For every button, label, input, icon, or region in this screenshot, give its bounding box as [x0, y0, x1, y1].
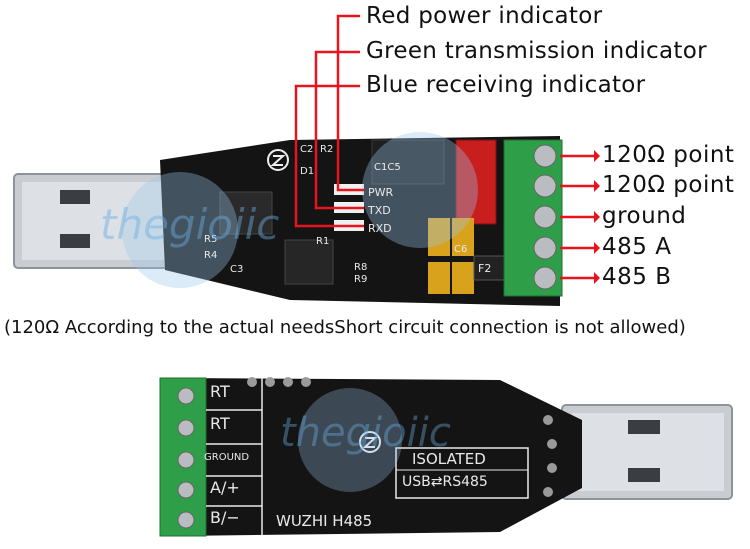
top-terminal-block: [503, 139, 563, 297]
silk-rxd: RXD: [368, 222, 392, 235]
bottom-pcb: [176, 378, 582, 536]
silk-c1c5: C1C5: [374, 162, 401, 173]
isolated-title: ISOLATED: [412, 450, 486, 468]
callout-lines: [294, 14, 594, 280]
silk-r5: R5: [204, 234, 218, 245]
note-caption: (120Ω According to the actual needsShort…: [4, 317, 686, 338]
silk-r4: R4: [204, 250, 218, 261]
isolated-box: [395, 447, 529, 499]
callout-blue-receiving: Blue receiving indicator: [366, 72, 646, 98]
pin-label-ground: GROUND: [204, 452, 250, 463]
silk-r2: R2: [320, 144, 334, 155]
bottom-board-illustration: [159, 377, 733, 537]
top-board-illustration: [13, 14, 600, 306]
callout-green-transmission: Green transmission indicator: [366, 38, 707, 64]
isolated-subtitle: USB⇄RS485: [402, 474, 488, 490]
silk-d1: D1: [300, 166, 315, 177]
silk-txd: TXD: [368, 204, 391, 217]
watermark-bottom: thegioiic: [280, 410, 451, 456]
silk-f2: F2: [478, 262, 492, 275]
bottom-terminal-block: [159, 377, 207, 537]
terminal-label-4: 485 A: [602, 234, 672, 260]
terminal-label-5: 485 B: [602, 264, 672, 290]
silk-r1: R1: [316, 236, 330, 247]
pin-label-rt-1: RT: [210, 382, 230, 401]
silk-r8: R8: [354, 262, 368, 273]
brand-logo-icon: [267, 149, 289, 171]
brand-logo-bottom-icon: [359, 431, 381, 453]
callout-red-power: Red power indicator: [366, 3, 603, 29]
terminal-label-2: 120Ω point: [602, 172, 735, 198]
pin-label-rt-2: RT: [210, 414, 230, 433]
usb-plug-bottom: [561, 404, 733, 500]
silk-pwr: PWR: [368, 186, 394, 199]
silk-c2: C2: [300, 144, 314, 155]
terminal-label-3: ground: [602, 203, 687, 229]
silk-r9: R9: [354, 274, 368, 285]
pin-label-b: B/−: [210, 508, 240, 527]
silk-c6: C6: [454, 244, 468, 255]
watermark-top: thegioiic: [100, 200, 280, 249]
silk-c3: C3: [230, 264, 244, 275]
pin-label-a: A/+: [210, 478, 240, 497]
model-label: WUZHI H485: [276, 512, 373, 530]
terminal-label-1: 120Ω point: [602, 142, 735, 168]
